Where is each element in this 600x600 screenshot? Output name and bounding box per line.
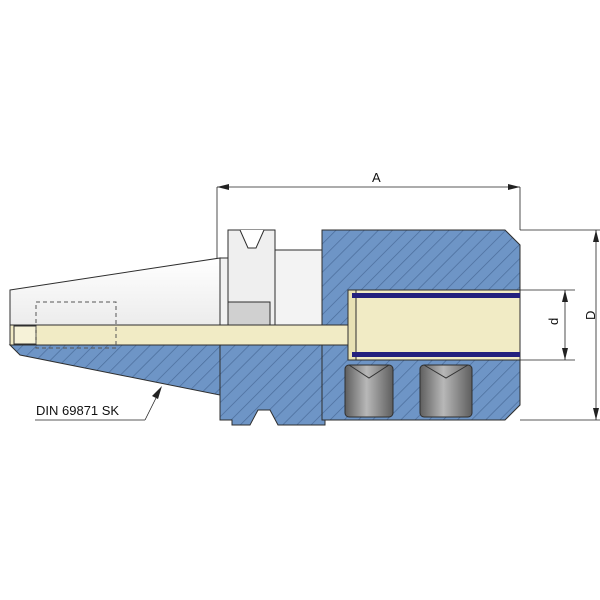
oring-top: [352, 293, 520, 298]
standard-label: DIN 69871 SK: [36, 403, 119, 418]
retention-knob-bore-end: [13, 325, 37, 345]
dimension-d-large: [520, 229, 600, 421]
flange-lower-section: [219, 344, 326, 426]
dimension-d-small-label: d: [546, 318, 561, 325]
clamp-screw-left: [344, 364, 394, 418]
flange-v-groove: [239, 229, 265, 249]
clamping-bore: [347, 289, 521, 361]
dimension-d-large-label: D: [583, 311, 598, 320]
clamp-screw-right: [419, 364, 473, 418]
coolant-bore: [9, 324, 349, 346]
oring-bottom: [352, 352, 520, 357]
bore-chamfer: [347, 289, 357, 361]
drive-slot: [227, 301, 271, 327]
dimension-d-small: [520, 289, 575, 361]
dimension-a: [216, 184, 521, 258]
dimension-a-label: A: [372, 170, 381, 185]
standard-callout-leader: [35, 386, 162, 421]
